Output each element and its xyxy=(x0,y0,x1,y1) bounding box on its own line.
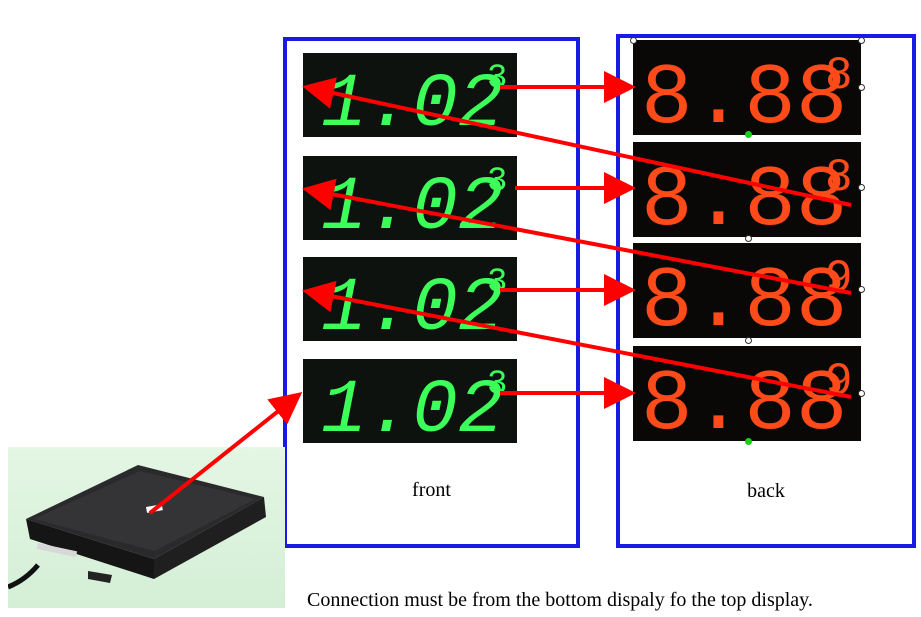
caption-text: Connection must be from the bottom dispa… xyxy=(307,589,813,611)
selection-handle xyxy=(745,337,752,344)
front-display-2: 1.02 3 xyxy=(303,156,517,240)
back-display-sup-text: 9 xyxy=(825,253,853,305)
back-display-digits-text: 8.88 xyxy=(641,253,847,338)
back-display-3: 8.88 9 xyxy=(633,243,861,338)
front-display-2-digits: 1.02 3 xyxy=(321,163,507,240)
selection-handle xyxy=(745,131,752,138)
back-display-digits-text: 8.88 xyxy=(641,50,847,135)
selection-handle xyxy=(858,84,865,91)
selection-handle xyxy=(745,235,752,242)
back-display-sup-text: 8 xyxy=(825,50,853,102)
back-display-4: 8.88 9 xyxy=(633,346,861,441)
front-display-3: 1.02 3 xyxy=(303,257,517,341)
controller-photo xyxy=(7,447,285,608)
back-display-4-digits: 8.88 9 xyxy=(641,356,853,441)
front-display-sup-text: 3 xyxy=(487,366,507,404)
back-display-digits-text: 8.88 xyxy=(641,356,847,441)
back-display-3-digits: 8.88 9 xyxy=(641,253,853,338)
front-display-digits-text: 1.02 xyxy=(321,368,503,443)
controller-box-image xyxy=(7,465,266,590)
front-display-sup-text: 3 xyxy=(487,163,507,201)
front-display-1: 1.02 3 xyxy=(303,53,517,137)
front-display-1-digits: 1.02 3 xyxy=(321,60,507,137)
front-label: front xyxy=(412,479,451,501)
selection-handle xyxy=(858,37,865,44)
selection-handle xyxy=(858,184,865,191)
front-display-sup-text: 3 xyxy=(487,264,507,302)
selection-handle xyxy=(858,286,865,293)
front-display-digits-text: 1.02 xyxy=(321,165,503,240)
back-label: back xyxy=(747,480,785,502)
back-display-sup-text: 9 xyxy=(825,356,853,408)
back-display-2-digits: 8.88 8 xyxy=(641,152,853,237)
back-display-sup-text: 8 xyxy=(825,152,853,204)
back-display-1-digits: 8.88 8 xyxy=(641,50,853,135)
front-display-3-digits: 1.02 3 xyxy=(321,264,507,341)
front-display-4: 1.02 3 xyxy=(303,359,517,443)
back-display-1: 8.88 8 xyxy=(633,40,861,135)
selection-handle xyxy=(858,390,865,397)
back-display-digits-text: 8.88 xyxy=(641,152,847,237)
front-display-digits-text: 1.02 xyxy=(321,266,503,341)
front-display-sup-text: 3 xyxy=(487,60,507,98)
selection-handle xyxy=(630,37,637,44)
front-display-digits-text: 1.02 xyxy=(321,62,503,137)
back-display-2: 8.88 8 xyxy=(633,142,861,237)
front-display-4-digits: 1.02 3 xyxy=(321,366,507,443)
selection-handle xyxy=(745,438,752,445)
